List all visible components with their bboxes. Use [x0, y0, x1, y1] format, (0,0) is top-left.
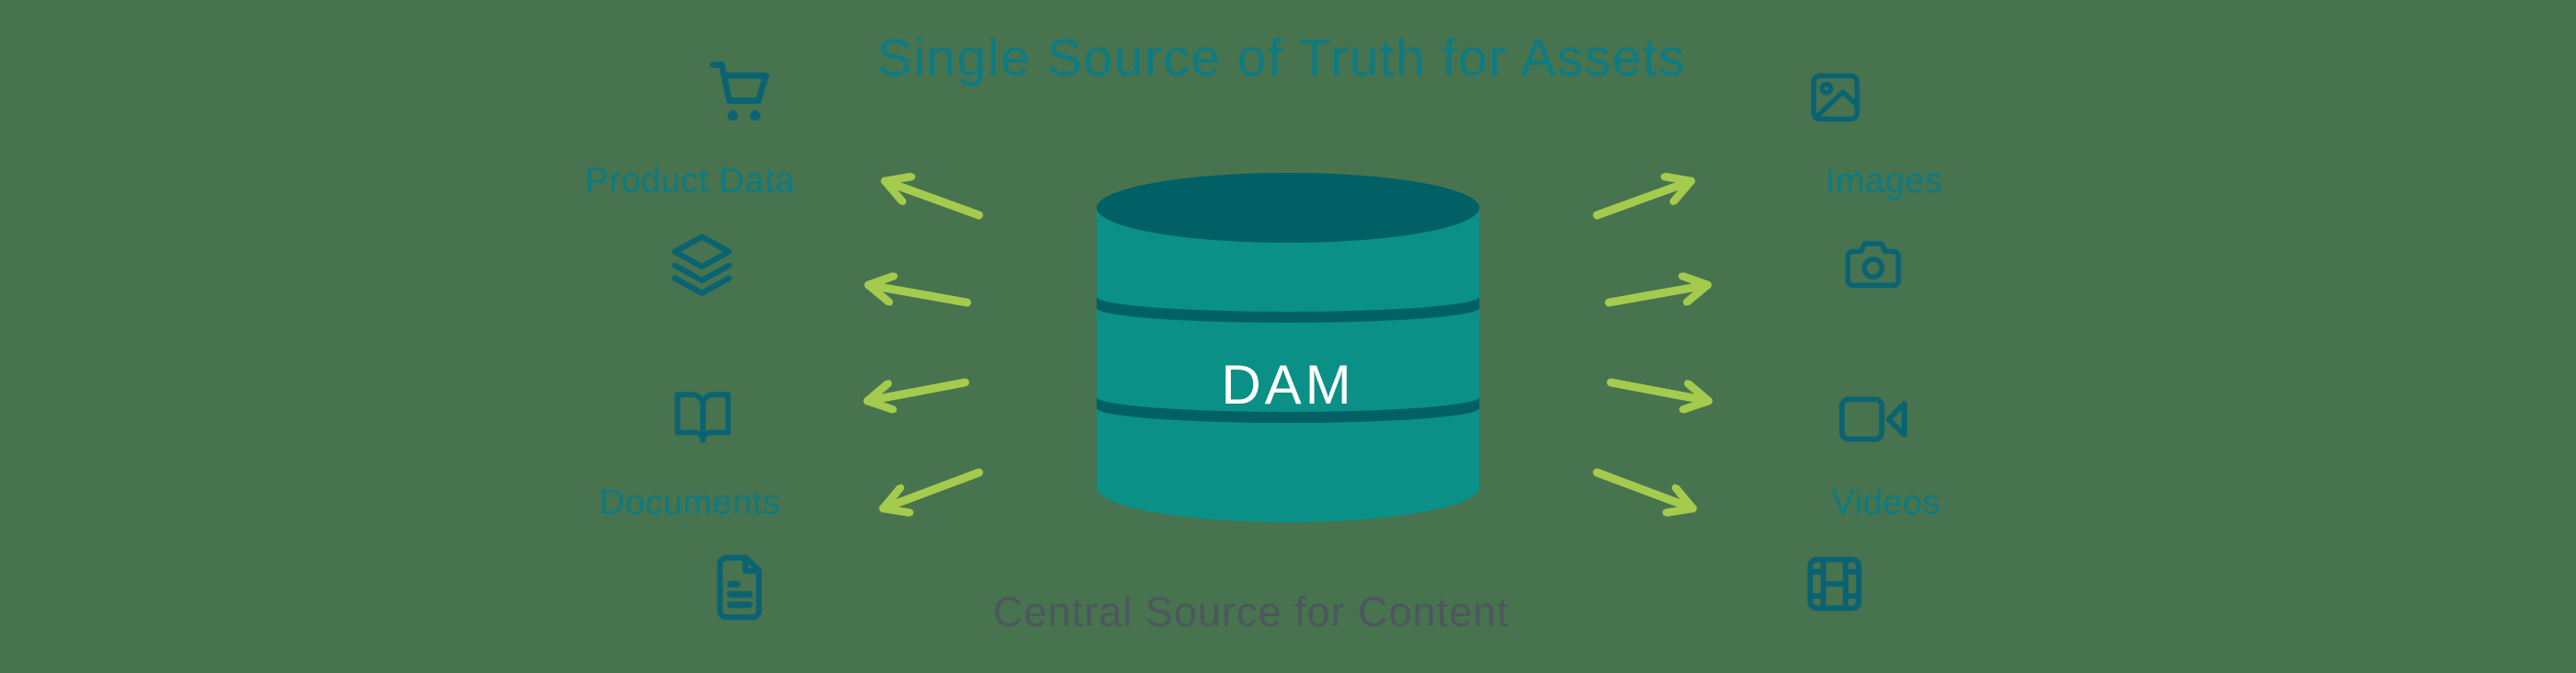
diagram-title: Single Source of Truth for Assets [877, 29, 1686, 87]
dam-database-cylinder: DAM [1097, 173, 1479, 522]
label-product-data: Product Data [585, 162, 795, 200]
film-strip-icon [1807, 556, 1862, 611]
arrow-left-4 [879, 468, 983, 508]
cylinder-band-lower [1097, 397, 1479, 423]
shopping-cart-icon [709, 62, 770, 121]
arrow-right-3 [1606, 378, 1713, 401]
cylinder-band-upper [1097, 297, 1479, 323]
label-videos: Videos [1831, 484, 1941, 522]
label-images: Images [1825, 162, 1943, 200]
arrow-left-1 [880, 181, 983, 220]
file-text-icon [717, 554, 762, 621]
cylinder-top [1097, 173, 1479, 243]
arrow-right-1 [1593, 181, 1696, 220]
diagram-subtitle: Central Source for Content [993, 588, 1510, 635]
arrow-right-4 [1593, 468, 1697, 508]
layers-icon [672, 234, 732, 296]
open-book-icon [674, 392, 731, 443]
arrow-right-2 [1604, 285, 1712, 307]
dam-label: DAM [1221, 354, 1354, 416]
cylinder-body [1097, 208, 1479, 522]
camera-icon [1845, 241, 1902, 289]
label-documents: Documents [599, 484, 781, 522]
arrow-left-3 [863, 378, 970, 401]
arrow-left-2 [864, 285, 972, 307]
video-camera-icon [1839, 396, 1907, 442]
picture-icon [1811, 73, 1860, 122]
